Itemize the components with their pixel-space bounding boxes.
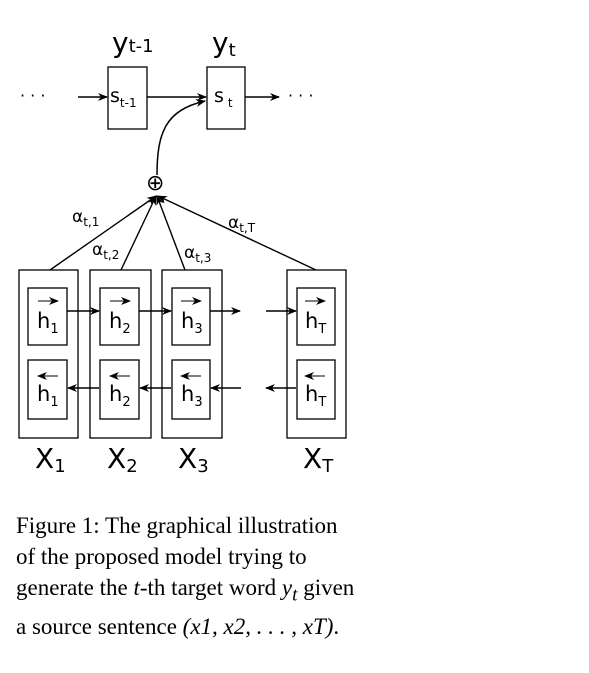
combine-symbol: ⊕ [146, 171, 164, 196]
output-y-prev: yt-1 [112, 26, 154, 59]
decoder-state-box-current [206, 66, 246, 130]
backward-state-box-T [296, 359, 336, 420]
caption-y-subscript: t [292, 584, 298, 606]
attention-line-2 [120, 195, 157, 271]
backward-state-3: h3 [181, 382, 203, 410]
encoder-column-3 [161, 269, 223, 439]
caption-text-3: given a source sentence [16, 575, 355, 639]
attention-weight-3: αt,3 [184, 243, 211, 265]
caption-label: Figure 1: [16, 513, 100, 538]
forward-state-box-3 [171, 287, 211, 346]
encoder-column-2 [89, 269, 152, 439]
caption-end: . [333, 613, 340, 639]
input-x-T: XT [303, 442, 334, 477]
attention-weight-1: αt,1 [72, 207, 99, 229]
output-y-current: yt [212, 26, 236, 61]
caption-y-variable: y [281, 575, 293, 600]
input-x-2: X2 [107, 442, 138, 477]
forward-state-3: h3 [181, 309, 203, 337]
attention-line-1 [49, 195, 157, 271]
input-x-1: X1 [35, 442, 66, 477]
backward-state-T: hT [305, 382, 326, 410]
attention-line-T [157, 195, 317, 271]
forward-state-1: h1 [37, 309, 59, 337]
backward-state-2: h2 [109, 382, 131, 410]
attention-line-3 [156, 195, 186, 271]
attention-weight-2: αt,2 [92, 240, 119, 262]
forward-state-T: hT [305, 309, 326, 337]
caption-t-variable: t [133, 575, 140, 600]
input-x-3: X3 [178, 442, 209, 477]
forward-state-box-1 [27, 287, 68, 346]
decoder-state-prev: st-1 [110, 85, 137, 110]
attention-weight-T: αt,T [228, 213, 256, 235]
forward-state-2: h2 [109, 309, 131, 337]
caption-text-1: The graphical illustration of the propos… [16, 513, 338, 600]
encoder-column-1 [18, 269, 79, 439]
decoder-state-box-prev [107, 66, 148, 130]
decoder-ellipsis-left: · · · [20, 86, 45, 105]
backward-state-1: h1 [37, 382, 59, 410]
forward-state-box-2 [99, 287, 140, 346]
forward-state-box-T [296, 287, 336, 346]
caption-sequence: (x1, x2, . . . , xT) [182, 613, 334, 639]
decoder-ellipsis-right: · · · [288, 86, 313, 105]
figure-caption: Figure 1: The graphical illustration of … [16, 510, 356, 642]
context-arrow [156, 99, 206, 176]
caption-text-2: -th target word [139, 575, 282, 600]
encoder-column-T [286, 269, 347, 439]
